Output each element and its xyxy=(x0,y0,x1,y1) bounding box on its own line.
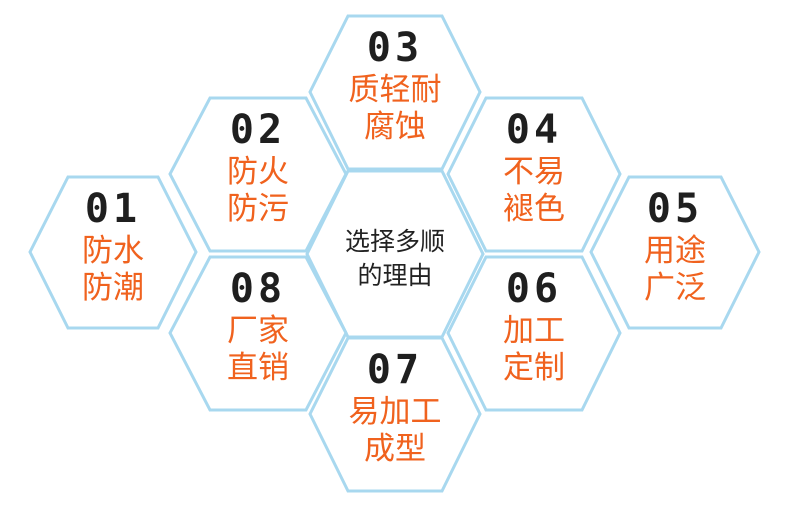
item-02-number: 02 xyxy=(229,107,287,153)
hex-item-07: 07 易加工 成型 xyxy=(308,336,482,493)
item-07-line1: 易加工 xyxy=(348,394,442,430)
item-07-number: 07 xyxy=(366,347,424,393)
hex-item-06-shape xyxy=(446,255,622,412)
item-01-text: 防水 防潮 xyxy=(28,233,198,307)
item-05-text: 用途 广泛 xyxy=(589,233,761,307)
hex-item-05: 05 用途 广泛 xyxy=(589,175,761,330)
center-title: 选择多顺 的理由 xyxy=(305,225,485,293)
item-03-line2: 腐蚀 xyxy=(364,109,426,146)
item-04-line1: 不易 xyxy=(503,154,565,190)
item-06-line1: 加工 xyxy=(503,313,565,349)
item-05-line1: 用途 xyxy=(644,233,706,269)
hex-item-05-shape xyxy=(589,175,761,330)
item-08-text: 厂家 直销 xyxy=(168,313,348,387)
item-04-line2: 褪色 xyxy=(503,191,565,228)
hex-item-08-shape xyxy=(168,255,348,412)
item-06-line2: 定制 xyxy=(503,350,565,387)
center-title-line2: 的理由 xyxy=(357,260,433,290)
item-01-line2: 防潮 xyxy=(82,270,144,307)
item-08-number: 08 xyxy=(229,266,287,312)
hex-item-06: 06 加工 定制 xyxy=(446,255,622,412)
item-03-line1: 质轻耐 xyxy=(348,72,442,108)
item-05-line2: 广泛 xyxy=(644,270,706,307)
hex-item-07-shape xyxy=(308,336,482,493)
item-06-number: 06 xyxy=(505,266,563,312)
item-06-text: 加工 定制 xyxy=(446,313,622,387)
item-05-number: 05 xyxy=(646,186,704,232)
item-02-line1: 防火 xyxy=(227,154,289,190)
item-07-line2: 成型 xyxy=(364,431,426,468)
item-07-text: 易加工 成型 xyxy=(308,394,482,468)
hex-item-04-shape xyxy=(446,96,622,253)
hex-item-01-shape xyxy=(28,175,198,330)
item-01-number: 01 xyxy=(84,186,142,232)
hex-item-03: 03 质轻耐 腐蚀 xyxy=(308,14,482,171)
hex-item-02-shape xyxy=(168,96,348,253)
hex-item-02: 02 防火 防污 xyxy=(168,96,348,253)
item-03-text: 质轻耐 腐蚀 xyxy=(308,72,482,146)
hex-item-01: 01 防水 防潮 xyxy=(28,175,198,330)
item-03-number: 03 xyxy=(366,25,424,71)
center-title-line1: 选择多顺 xyxy=(344,227,445,256)
item-01-line1: 防水 xyxy=(82,233,144,269)
hex-item-08: 08 厂家 直销 xyxy=(168,255,348,412)
item-04-number: 04 xyxy=(505,107,563,153)
item-04-text: 不易 褪色 xyxy=(446,154,622,228)
hex-item-03-shape xyxy=(308,14,482,171)
item-02-text: 防火 防污 xyxy=(168,154,348,228)
item-08-line1: 厂家 xyxy=(227,313,289,349)
item-08-line2: 直销 xyxy=(227,350,289,387)
hex-item-04: 04 不易 褪色 xyxy=(446,96,622,253)
item-02-line2: 防污 xyxy=(227,191,289,228)
